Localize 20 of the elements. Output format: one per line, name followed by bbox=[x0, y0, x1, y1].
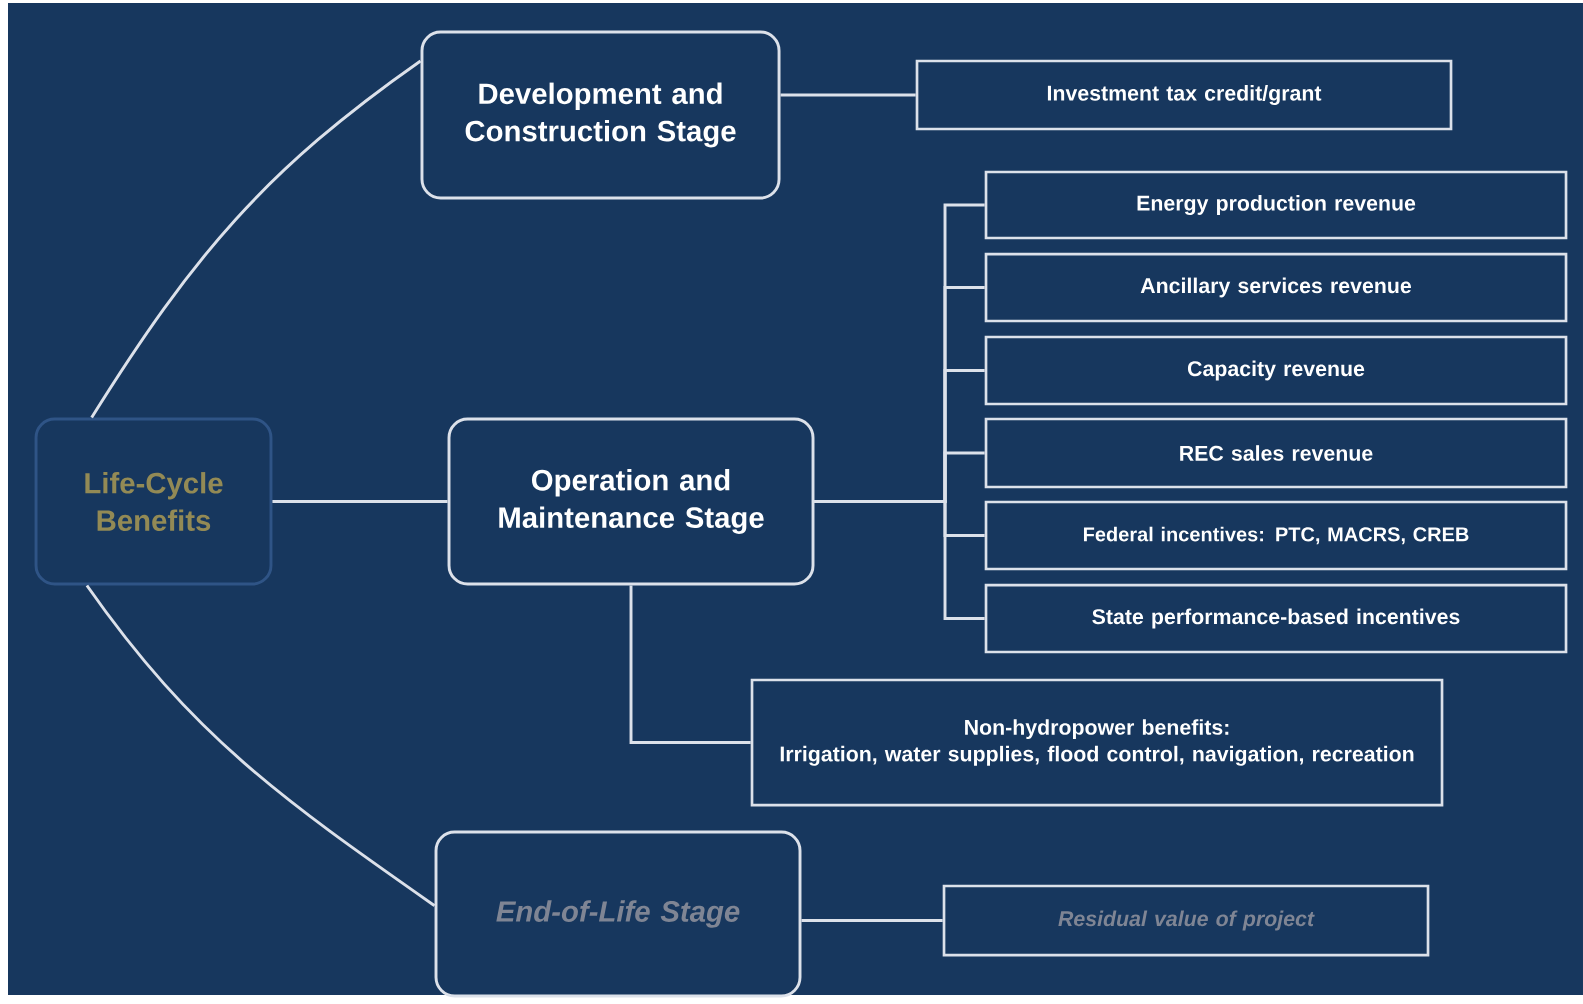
benefit-box: Energy production revenue bbox=[984, 170, 1568, 240]
connector-line bbox=[90, 59, 422, 419]
benefit-box: Ancillary services revenue bbox=[984, 252, 1568, 323]
benefit-box: Federal incentives: PTC, MACRS, CREB bbox=[984, 500, 1568, 571]
benefit-box: Non-hydropower benefits: Irrigation, water supplies, flood control, navigation, recreation bbox=[750, 678, 1444, 807]
stage-box: Operation and Maintenance Stage bbox=[447, 417, 815, 586]
benefit-box: Residual value of project bbox=[942, 884, 1430, 957]
stage-box: End-of-Life Stage bbox=[434, 830, 802, 998]
connector-line bbox=[814, 500, 985, 620]
benefit-box: Investment tax credit/grant bbox=[915, 59, 1453, 131]
connector-line bbox=[629, 585, 751, 744]
connector-line bbox=[780, 93, 916, 97]
benefit-box: Capacity revenue bbox=[984, 335, 1568, 406]
connector-line bbox=[272, 500, 448, 503]
stage-box: Development and Construction Stage bbox=[420, 30, 781, 200]
benefit-box: State performance-based incentives bbox=[984, 583, 1568, 654]
life-cycle-box: Life-Cycle Benefits bbox=[34, 417, 273, 586]
connector-line bbox=[85, 584, 436, 907]
connector-line bbox=[801, 919, 943, 922]
benefit-box: REC sales revenue bbox=[984, 417, 1568, 489]
